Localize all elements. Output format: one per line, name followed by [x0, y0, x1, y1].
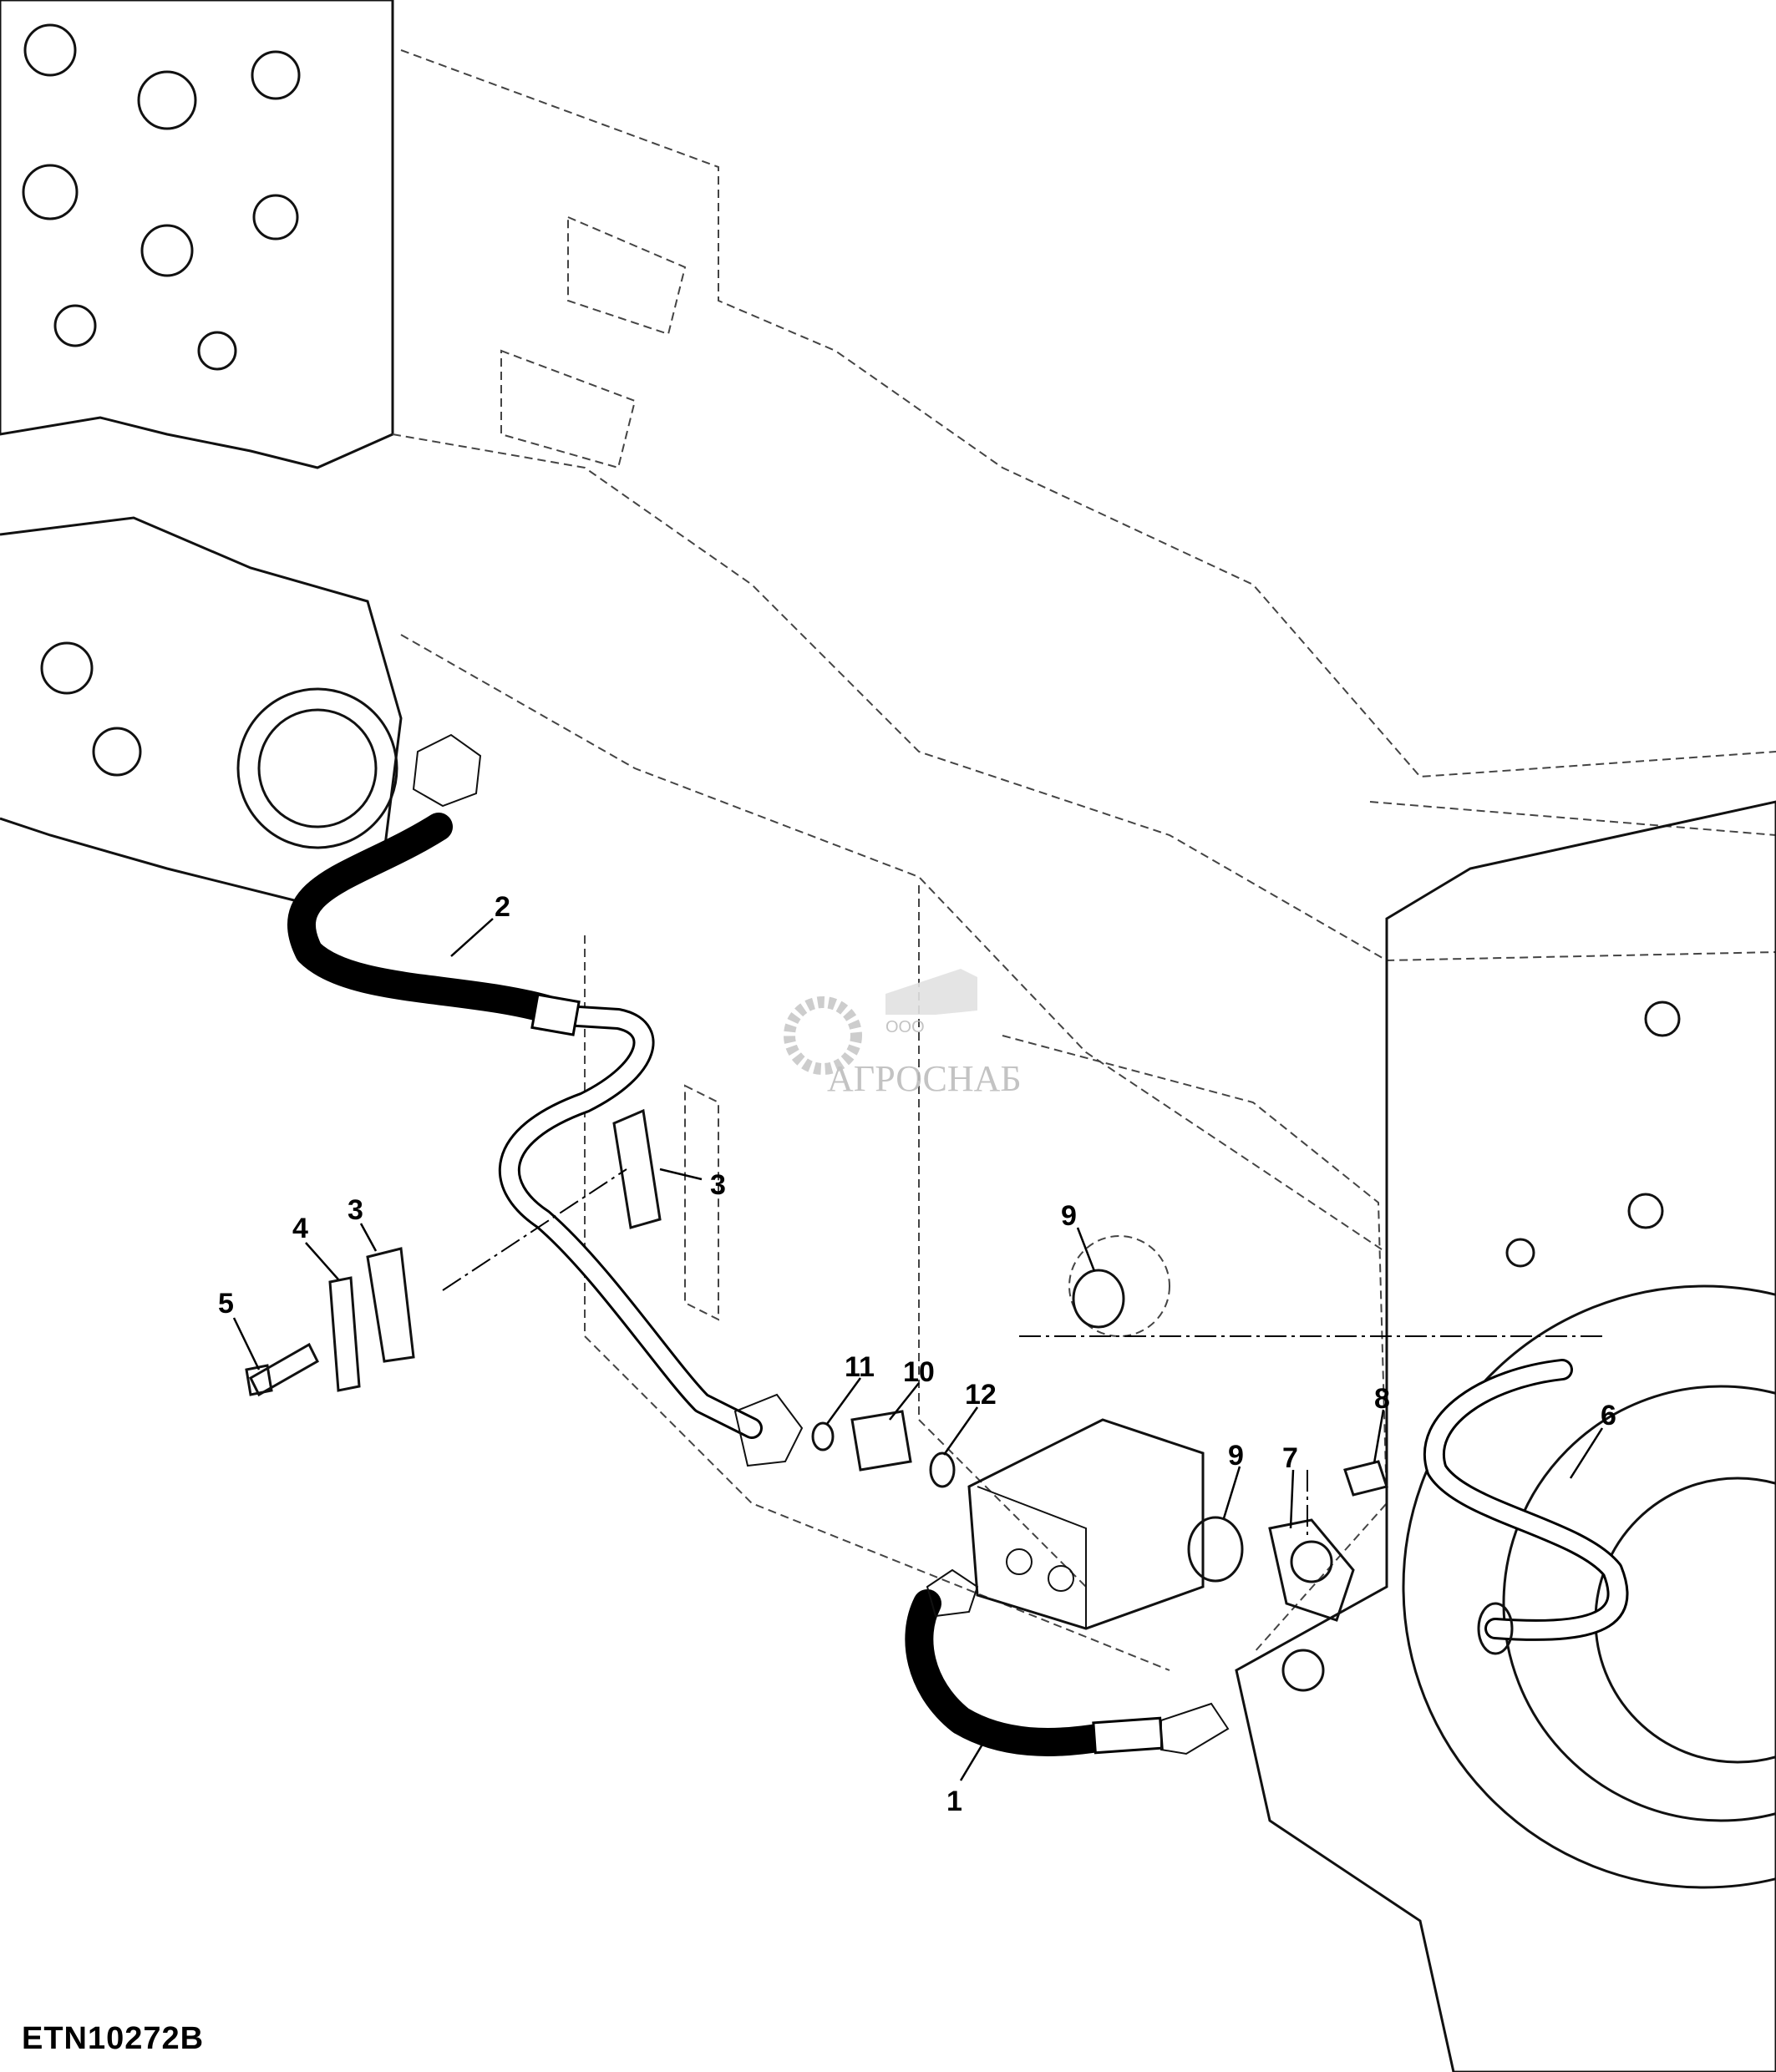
leader-lines: [232, 918, 1604, 1781]
callout-8: 8: [1374, 1383, 1390, 1415]
callout-9-lower: 9: [1228, 1440, 1244, 1472]
callout-7: 7: [1282, 1442, 1298, 1474]
callout-6: 6: [1601, 1400, 1616, 1431]
callout-9-upper: 9: [1061, 1200, 1077, 1232]
hose-1: [905, 1568, 1230, 1756]
final-drive-outline: [1235, 800, 1776, 2072]
transmission-housing-outline: [392, 49, 1776, 1671]
callout-4: 4: [292, 1213, 308, 1244]
watermark-prefix: ООО: [885, 1018, 925, 1036]
callout-labels: 1 2 3 3 4 5 6 7 8 9 9 10 11 12: [218, 891, 1616, 1817]
callout-1: 1: [946, 1786, 962, 1817]
callout-2: 2: [495, 891, 510, 923]
engine-block-outline: [0, 0, 403, 904]
callout-3-upper: 3: [710, 1169, 726, 1201]
callout-5: 5: [218, 1288, 234, 1320]
callout-10: 10: [903, 1356, 935, 1388]
callout-12: 12: [965, 1379, 997, 1411]
watermark-name: АГРОСНАБ: [827, 1058, 1022, 1099]
tube-6: [1423, 1359, 1629, 1655]
fittings: [811, 1269, 1604, 1622]
hydraulic-pump: [967, 1418, 1205, 1630]
figure-id: ETN10272B: [22, 2021, 205, 2056]
hose-2: [287, 733, 804, 1467]
callout-3-lower: 3: [348, 1194, 363, 1226]
watermark-logo: ООО АГРОСНАБ: [784, 969, 1022, 1099]
callout-11: 11: [845, 1351, 875, 1383]
clamp-parts: [245, 1108, 662, 1397]
